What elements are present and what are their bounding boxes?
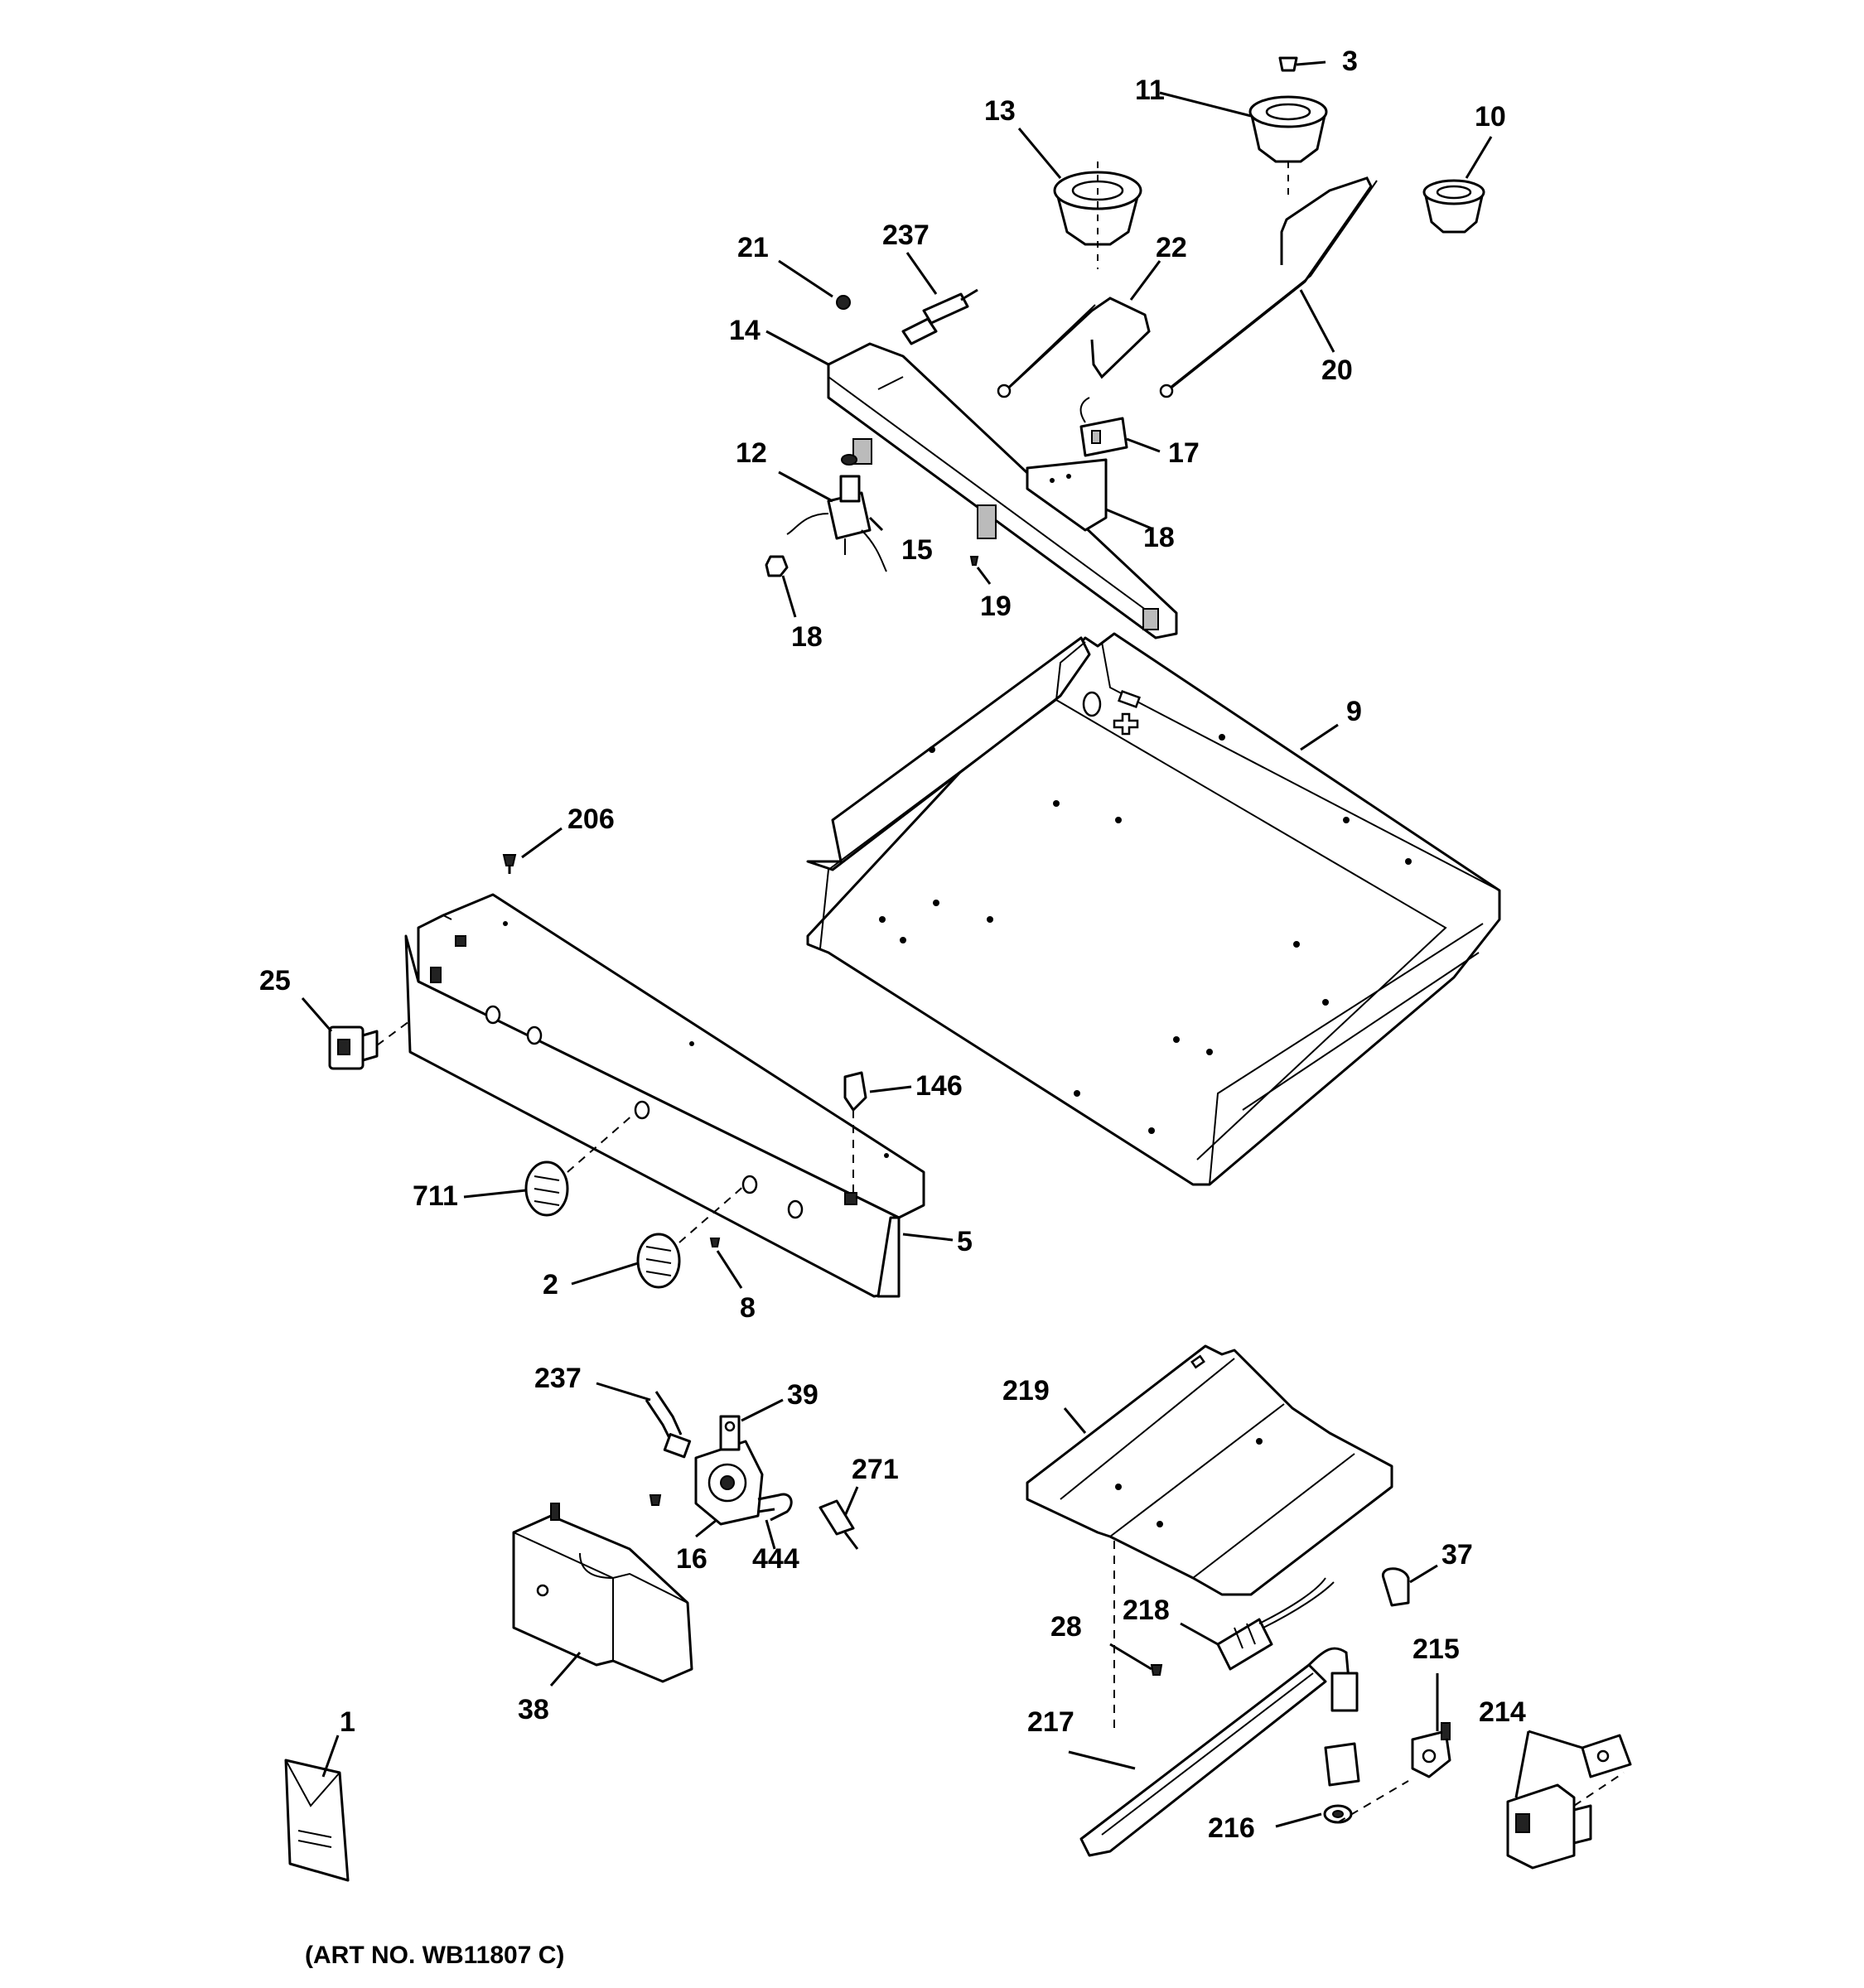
label-216: 216 [1208,1812,1255,1844]
washer-216[interactable] [1323,1804,1353,1824]
label-215: 215 [1412,1633,1460,1665]
label-19: 19 [980,591,1012,622]
heat-shield-219[interactable] [1026,1344,1393,1596]
label-28: 28 [1050,1611,1082,1643]
gas-orifice-clip-37[interactable] [1382,1567,1410,1607]
label-237-top: 237 [882,220,930,251]
burner-head-10[interactable] [1422,179,1485,234]
label-1: 1 [340,1706,355,1738]
label-8: 8 [740,1292,756,1324]
label-217: 217 [1027,1706,1074,1738]
label-271: 271 [852,1454,899,1485]
washer-15[interactable] [841,454,857,466]
pressure-regulator-39[interactable] [694,1415,764,1526]
screw-21[interactable] [836,295,851,310]
label-206: 206 [567,803,615,835]
label-214: 214 [1479,1696,1526,1728]
screw-16[interactable] [649,1494,662,1506]
label-18-right: 18 [1143,522,1175,553]
orifice-271[interactable] [819,1499,859,1550]
label-444: 444 [752,1543,799,1575]
label-25: 25 [259,965,291,996]
label-22: 22 [1156,232,1187,263]
screw-28[interactable] [1150,1664,1163,1676]
label-711: 711 [413,1180,458,1212]
screw-8[interactable] [709,1238,721,1247]
control-panel-5[interactable] [404,893,925,1298]
label-17: 17 [1168,437,1200,469]
nut-18-left[interactable] [765,555,789,577]
part-number-labels: 3 11 13 10 237 21 22 20 14 12 17 15 18 1… [259,46,1526,1844]
burner-box-9[interactable] [806,632,1501,1186]
knob-2[interactable] [636,1233,681,1289]
label-15: 15 [901,534,933,566]
light-switch-25[interactable] [328,1025,379,1070]
manifold-14[interactable] [827,342,1178,639]
label-38: 38 [518,1694,549,1725]
label-11: 11 [1135,75,1165,106]
valve-assembly-12[interactable] [786,475,887,572]
label-218: 218 [1123,1595,1170,1626]
art-number: (ART NO. WB11807 C) [305,1942,564,1969]
label-14: 14 [729,315,761,346]
spark-switch-17[interactable] [1079,397,1128,457]
label-21: 21 [737,232,769,263]
supply-tube-237[interactable] [645,1391,692,1459]
label-146: 146 [915,1070,963,1102]
label-237-bottom: 237 [534,1363,582,1394]
label-2: 2 [543,1269,558,1300]
label-5: 5 [957,1226,973,1257]
label-9: 9 [1346,696,1362,727]
label-20: 20 [1321,355,1353,386]
screw-206[interactable] [502,854,517,874]
bracket-215[interactable] [1411,1722,1451,1778]
orifice-fitting-237[interactable] [901,288,978,345]
label-12: 12 [736,437,767,469]
harness-connector-218[interactable] [1216,1577,1335,1671]
valve-cover-38[interactable] [512,1503,693,1683]
label-18-left: 18 [791,621,823,653]
owners-manual-1[interactable] [284,1759,350,1882]
oven-valve-214[interactable] [1506,1734,1632,1870]
burner-head-11[interactable] [1248,95,1328,199]
label-37: 37 [1441,1539,1473,1571]
label-3: 3 [1342,46,1358,77]
label-16: 16 [676,1543,707,1575]
label-39: 39 [787,1379,819,1411]
leader-lines [301,60,1583,1828]
burner-cap-3[interactable] [1278,56,1298,72]
label-219: 219 [1002,1375,1050,1407]
bracket-18[interactable] [1026,458,1108,532]
knob-711[interactable] [524,1160,569,1217]
label-13: 13 [984,95,1016,127]
clip-146[interactable] [843,1071,867,1193]
burner-tube-20[interactable] [1159,176,1378,398]
screw-19[interactable] [969,556,979,566]
label-10: 10 [1475,101,1506,133]
burner-head-13[interactable] [1053,162,1142,269]
oven-burner-217[interactable] [1079,1647,1360,1857]
burner-tube-22[interactable] [997,297,1151,398]
elbow-444[interactable] [757,1493,793,1522]
